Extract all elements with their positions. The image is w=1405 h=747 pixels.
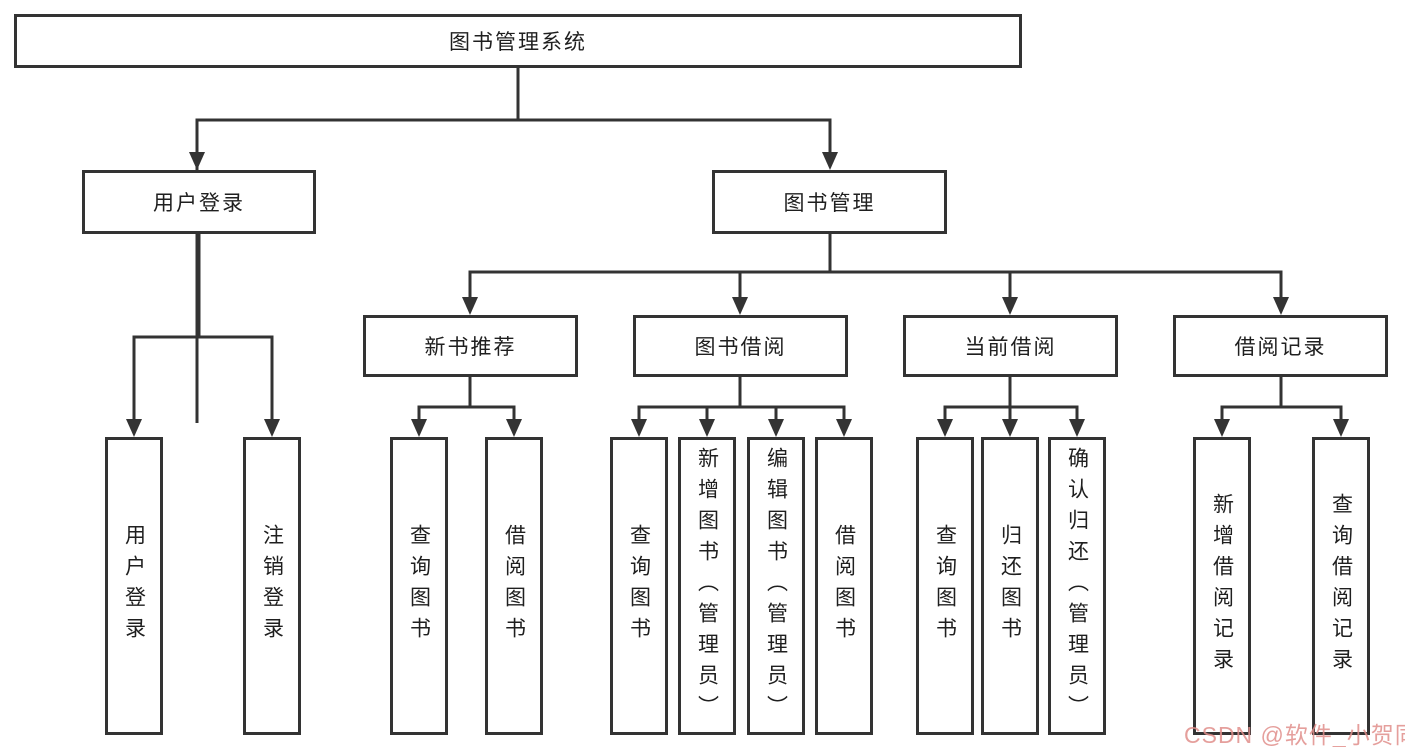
leaf-add-book-admin-label: 新增图书（管理员） bbox=[695, 446, 719, 726]
leaf-logout: 注销登录 bbox=[243, 437, 301, 735]
leaf-borrow-books-recommend: 借阅图书 bbox=[485, 437, 543, 735]
leaf-query-books-borrow: 查询图书 bbox=[610, 437, 668, 735]
node-book-borrow: 图书借阅 bbox=[633, 315, 848, 377]
node-book-management: 图书管理 bbox=[712, 170, 947, 234]
leaf-add-borrow-record-label: 新增借阅记录 bbox=[1210, 493, 1234, 679]
leaf-user-login-label: 用户登录 bbox=[122, 524, 146, 648]
leaf-edit-book-admin: 编辑图书（管理员） bbox=[747, 437, 805, 735]
leaf-query-books-current-label: 查询图书 bbox=[933, 524, 957, 648]
leaf-return-book: 归还图书 bbox=[981, 437, 1039, 735]
node-book-borrow-label: 图书借阅 bbox=[694, 336, 787, 359]
node-user-login-label: 用户登录 bbox=[153, 192, 245, 215]
node-user-login: 用户登录 bbox=[82, 170, 316, 234]
leaf-query-books-recommend-label: 查询图书 bbox=[407, 524, 431, 648]
node-root: 图书管理系统 bbox=[14, 14, 1022, 68]
leaf-add-borrow-record: 新增借阅记录 bbox=[1193, 437, 1251, 735]
leaf-return-book-label: 归还图书 bbox=[998, 524, 1022, 648]
leaf-user-login: 用户登录 bbox=[105, 437, 163, 735]
node-book-management-label: 图书管理 bbox=[783, 192, 876, 215]
node-borrow-records-label: 借阅记录 bbox=[1234, 336, 1327, 359]
leaf-confirm-return-admin-label: 确认归还（管理员） bbox=[1065, 446, 1089, 726]
node-current-borrow: 当前借阅 bbox=[903, 315, 1118, 377]
leaf-borrow-books-recommend-label: 借阅图书 bbox=[502, 524, 526, 648]
leaf-query-books-current: 查询图书 bbox=[916, 437, 974, 735]
leaf-query-books-recommend: 查询图书 bbox=[390, 437, 448, 735]
csdn-watermark: CSDN @软件_小贺同学 bbox=[1184, 722, 1405, 747]
leaf-add-book-admin: 新增图书（管理员） bbox=[678, 437, 736, 735]
node-root-label: 图书管理系统 bbox=[449, 31, 587, 54]
leaf-query-borrow-record-label: 查询借阅记录 bbox=[1329, 493, 1353, 679]
node-new-book-recommend: 新书推荐 bbox=[363, 315, 578, 377]
leaf-edit-book-admin-label: 编辑图书（管理员） bbox=[764, 446, 788, 726]
node-new-book-recommend-label: 新书推荐 bbox=[424, 336, 517, 359]
leaf-query-books-borrow-label: 查询图书 bbox=[627, 524, 651, 648]
node-borrow-records: 借阅记录 bbox=[1173, 315, 1388, 377]
leaf-borrow-books-borrow: 借阅图书 bbox=[815, 437, 873, 735]
leaf-query-borrow-record: 查询借阅记录 bbox=[1312, 437, 1370, 735]
leaf-confirm-return-admin: 确认归还（管理员） bbox=[1048, 437, 1106, 735]
leaf-borrow-books-borrow-label: 借阅图书 bbox=[832, 524, 856, 648]
node-current-borrow-label: 当前借阅 bbox=[964, 336, 1057, 359]
leaf-logout-label: 注销登录 bbox=[260, 524, 284, 648]
